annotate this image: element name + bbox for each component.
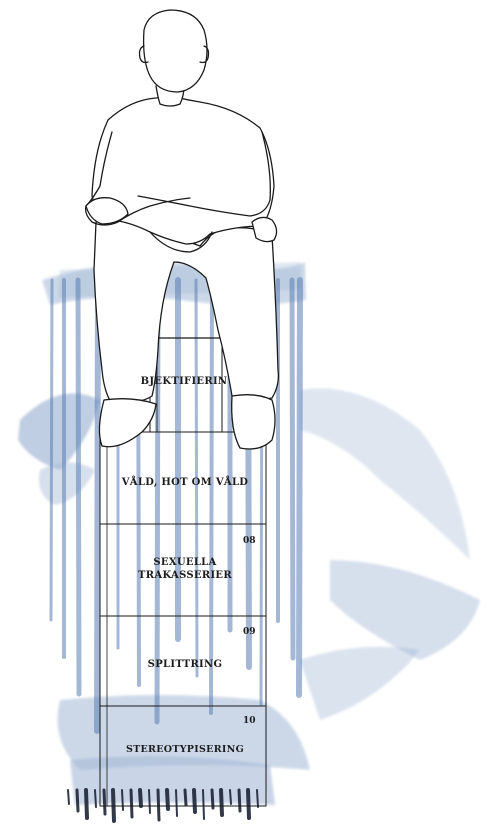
brush-mark [239,790,240,811]
block-label-splittring: SPLITTRING [104,659,266,670]
block-label-stereotypisering: STEREOTYPISERING [104,744,266,755]
brush-mark [95,790,96,807]
paint-drip [299,280,300,695]
brush-mark [68,790,69,804]
brush-mark [203,790,204,819]
paint-drip [78,280,79,694]
paint-drip [51,280,52,620]
brush-mark [248,790,249,818]
block-label-objektifiering: BJEKTIFIERIN [134,376,234,387]
brush-mark [221,790,222,815]
paint-drip [211,280,212,713]
paint-drip [97,280,98,731]
brush-mark [158,790,159,820]
block-number-09: 09 [243,627,256,637]
brush-mark [104,790,105,814]
brush-mark [212,790,213,808]
brush-mark [185,790,186,805]
brush-mark [257,790,258,807]
brush-mark [122,790,123,810]
block-number-10: 10 [243,716,256,726]
block-number-08: 08 [243,536,256,546]
block-label-vald: VÅLD, HOT OM VÅLD [104,477,266,488]
brush-mark [230,790,231,804]
brush-mark [140,790,141,806]
brush-mark [131,790,132,817]
brush-mark [86,790,87,818]
brush-mark [176,790,177,816]
brush-mark [149,790,150,813]
brush-mark [77,790,78,811]
brush-mark [194,790,195,812]
block-label-sexuella-trakasserier: SEXUELLA TRAKASSERIER [130,556,240,582]
paint-drip [292,280,293,658]
